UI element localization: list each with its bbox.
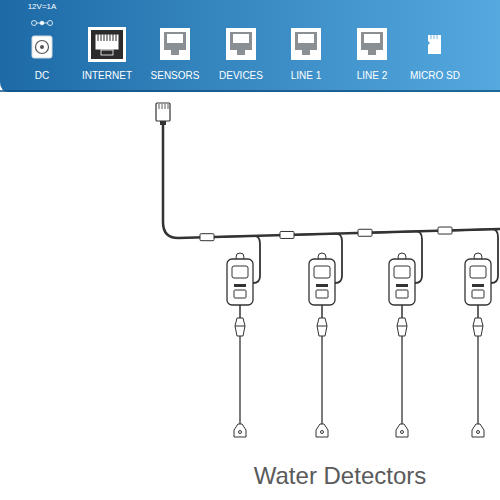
water-detector xyxy=(358,229,422,437)
port-label: MICRO SD xyxy=(410,70,460,81)
rj11-port xyxy=(226,28,256,60)
water-detector xyxy=(200,234,260,437)
dc-jack xyxy=(32,36,52,58)
port-label: LINE 2 xyxy=(357,70,388,81)
polarity-symbol xyxy=(32,21,53,26)
port-label: DC xyxy=(35,70,49,81)
rj11-port xyxy=(160,28,190,60)
port-label: LINE 1 xyxy=(291,70,322,81)
sensor-cable xyxy=(163,125,500,238)
port-label: INTERNET xyxy=(82,70,132,81)
power-rating: 12V=1A xyxy=(28,3,57,12)
rj11-port xyxy=(291,28,321,60)
micro-sd-icon xyxy=(428,35,441,54)
water-detector xyxy=(280,231,342,437)
port-label: DEVICES xyxy=(219,70,263,81)
water-detector xyxy=(438,227,498,437)
sensor-plug xyxy=(156,103,170,125)
controller-panel xyxy=(0,0,500,92)
ethernet-port xyxy=(88,27,126,62)
rj11-port xyxy=(357,28,387,60)
port-label: SENSORS xyxy=(151,70,200,81)
panel-edge xyxy=(0,90,500,92)
caption: Water Detectors xyxy=(254,463,427,489)
